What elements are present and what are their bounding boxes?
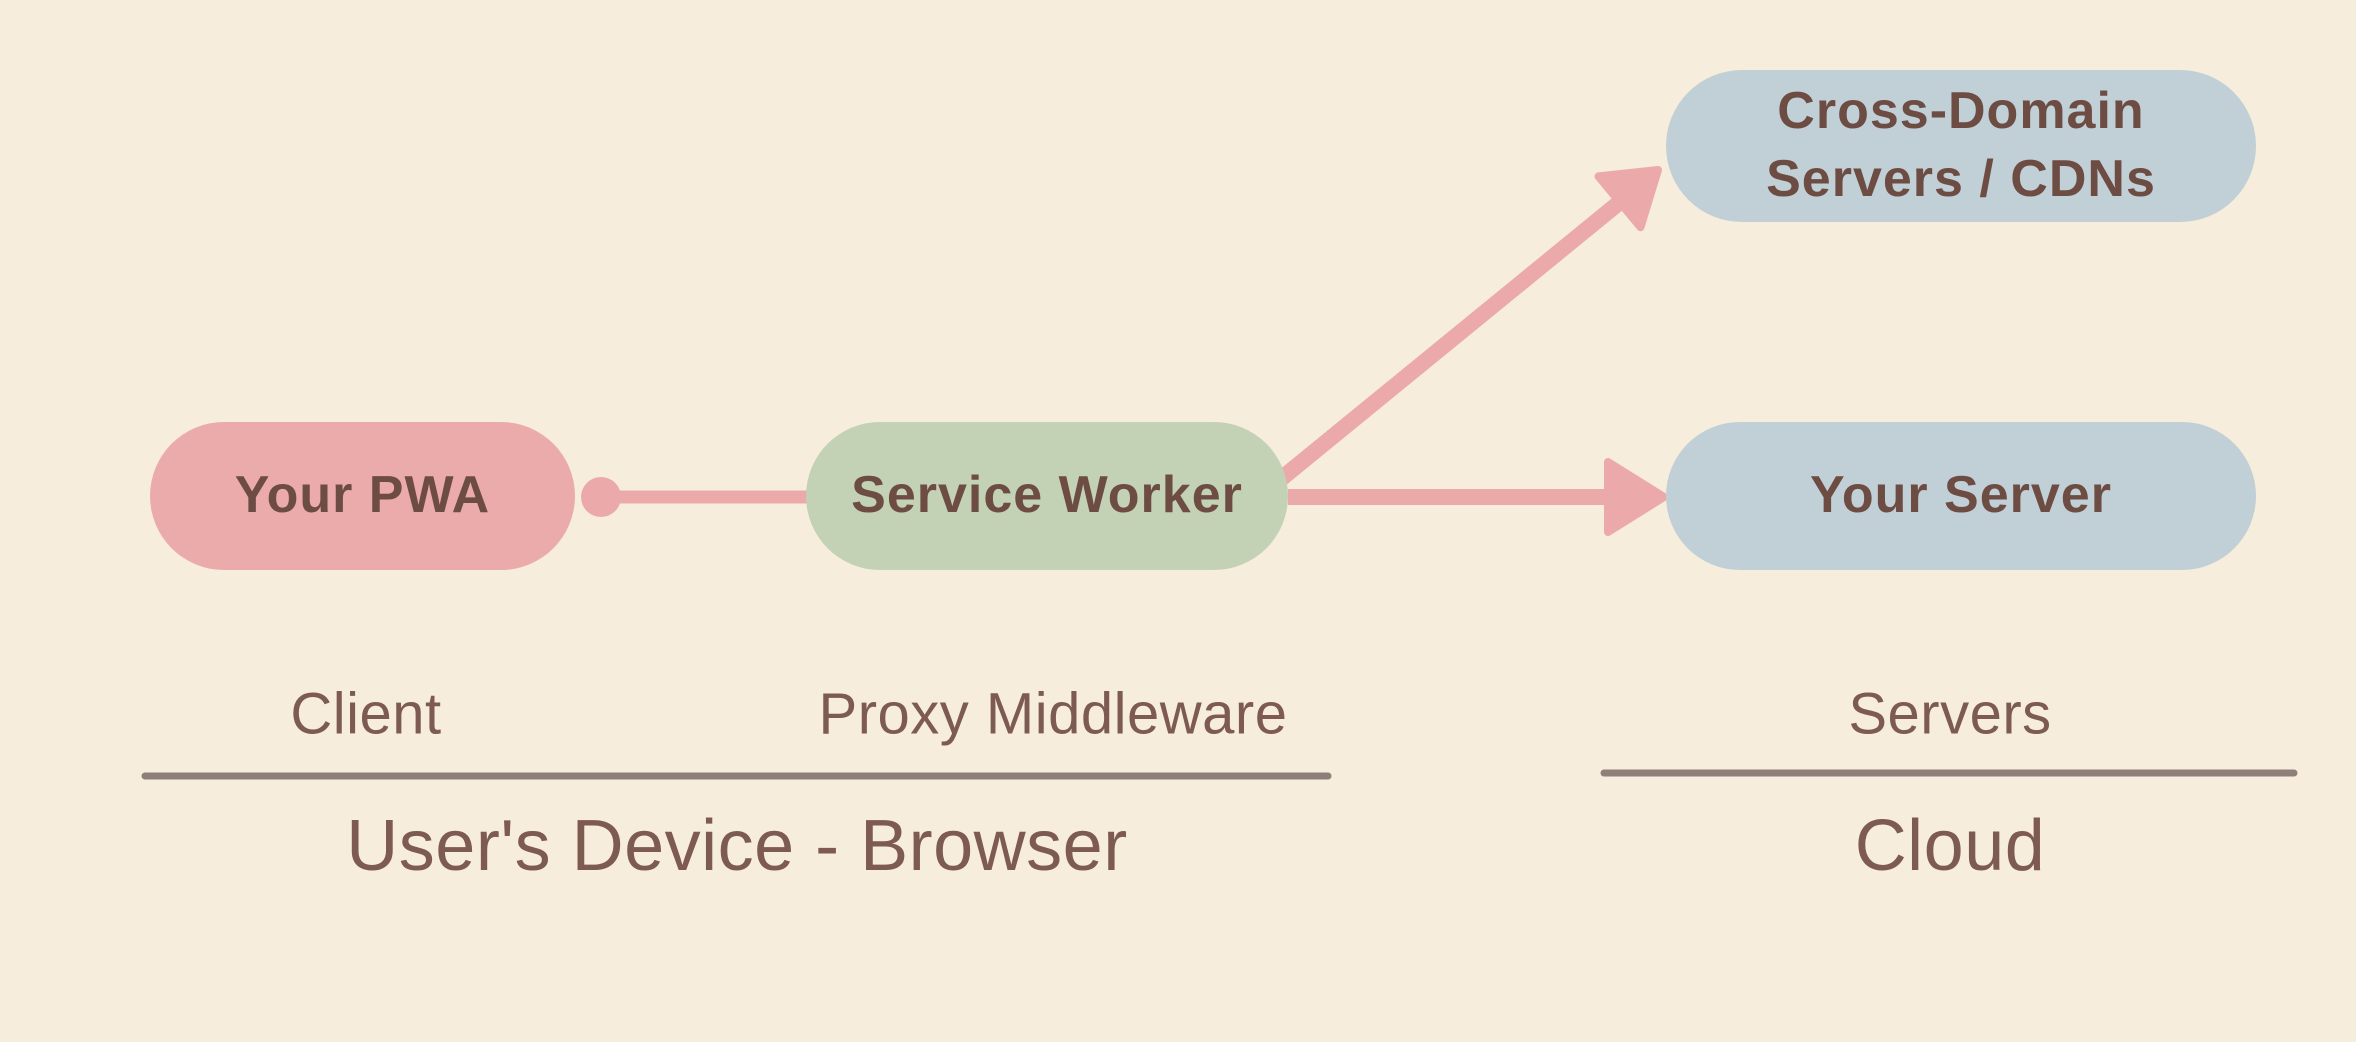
node-cross-domain-servers-cdns: Cross-Domain Servers / CDNs [1666,70,2256,222]
group-label-users-device-browser: User's Device - Browser [346,806,1128,886]
node-your-server: Your Server [1666,422,2256,570]
group-label-client: Client [290,681,442,747]
group-label-servers: Servers [1848,681,2052,747]
edge-service-worker-to-your-server [1288,458,1668,536]
edge-pwa-to-service-worker [581,477,812,517]
arrowhead-icon [1604,458,1668,536]
edge-dot [581,477,621,517]
arrowhead-icon [1594,166,1662,232]
node-service-worker: Service Worker [806,422,1288,570]
node-your-pwa: Your PWA [150,422,575,570]
edge-shaft [1276,195,1626,485]
group-label-proxy-middleware: Proxy Middleware [818,681,1288,747]
group-label-cloud: Cloud [1854,806,2046,886]
edge-service-worker-to-cross-domain [1276,166,1662,485]
